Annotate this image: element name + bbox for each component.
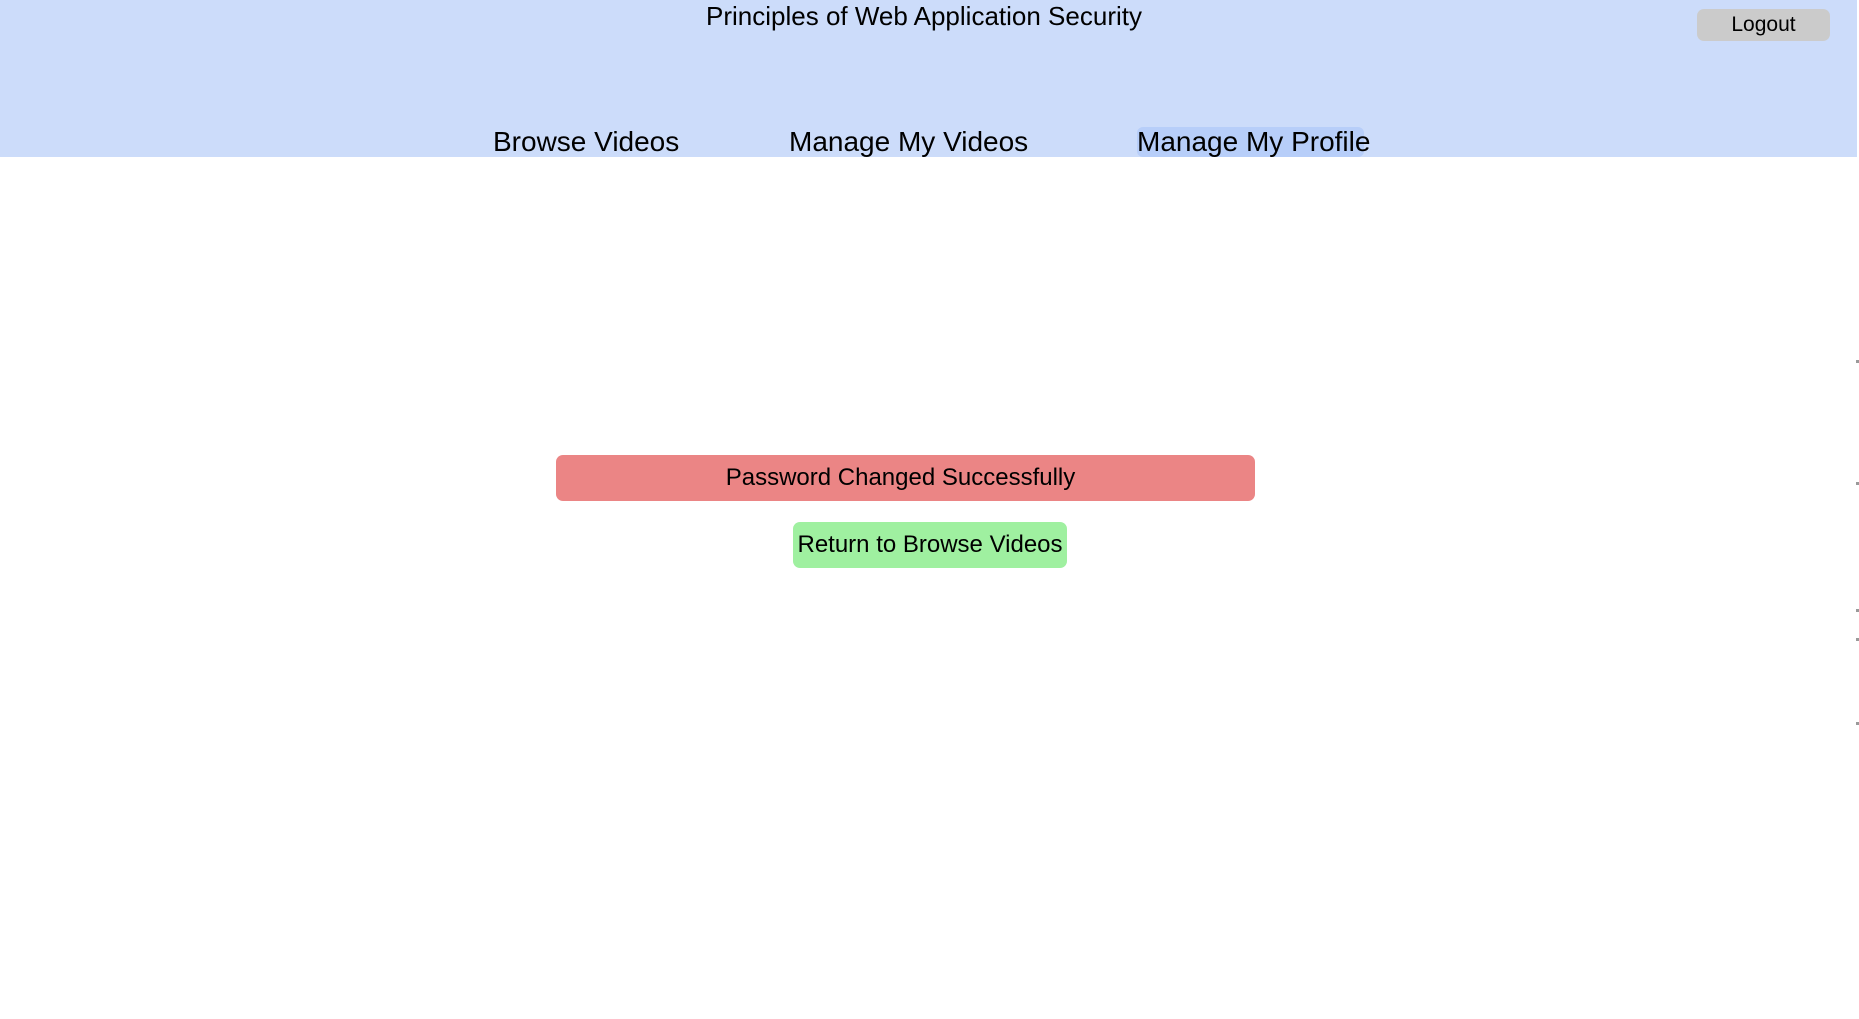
scroll-tick [1856,638,1859,641]
nav-manage-my-profile[interactable]: Manage My Profile [1137,126,1371,157]
scroll-tick [1856,360,1859,363]
return-button-label: Return to Browse Videos [797,531,1063,558]
return-to-browse-videos-button[interactable]: Return to Browse Videos [793,522,1067,568]
nav-browse-videos[interactable]: Browse Videos [493,126,680,157]
app-title: Principles of Web Application Security [706,1,1142,31]
logout-button[interactable]: Logout [1697,9,1830,41]
scroll-tick [1856,722,1859,725]
password-changed-banner: Password Changed Successfully [556,455,1255,501]
nav-manage-my-videos[interactable]: Manage My Videos [789,126,1029,157]
top-header: Principles of Web Application Security L… [0,0,1859,157]
status-message: Password Changed Successfully [725,464,1076,491]
scroll-tick [1856,609,1859,612]
scroll-tick [1856,482,1859,485]
page-right-edge [1857,0,1859,1019]
